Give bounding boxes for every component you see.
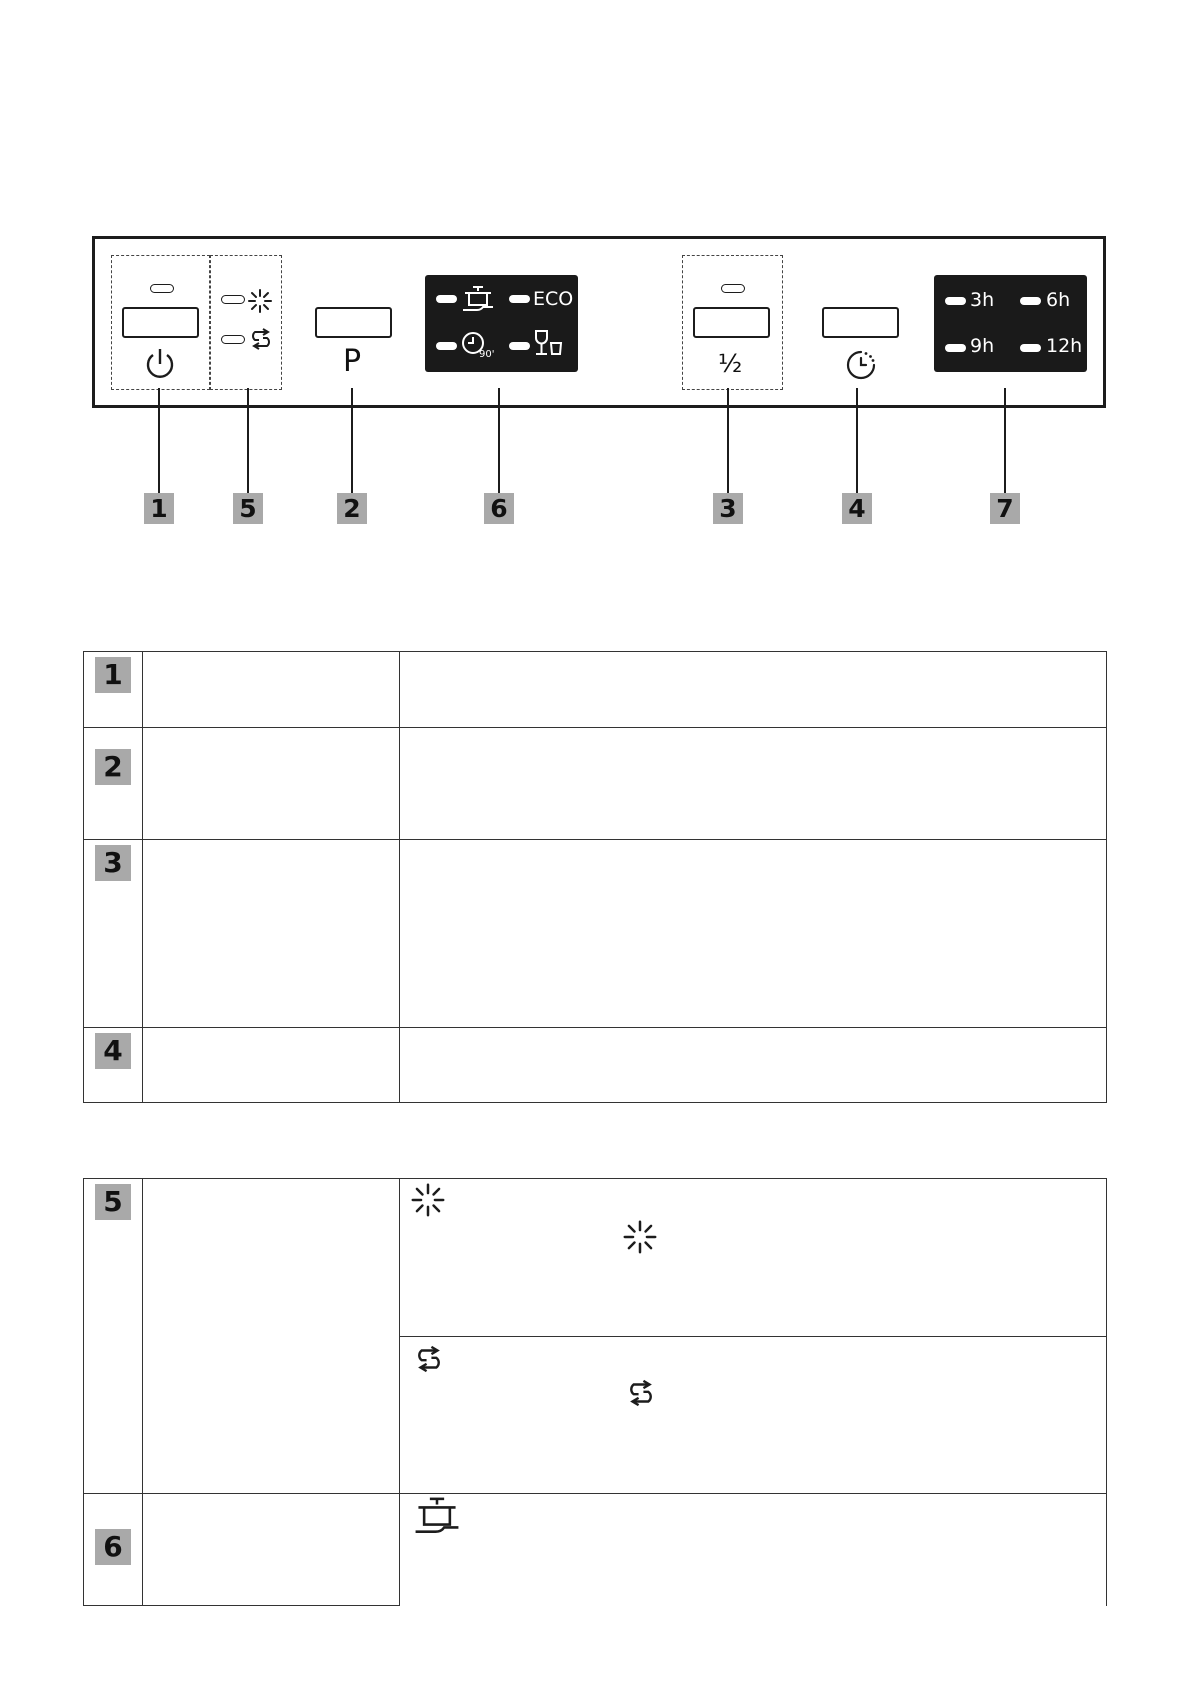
salt-subcell xyxy=(400,1337,1106,1493)
table-row: 6 xyxy=(83,1493,1107,1606)
leader-line-7 xyxy=(1004,388,1006,493)
half-load-button[interactable] xyxy=(693,307,770,338)
intensive-pot-icon xyxy=(463,286,493,311)
power-group-outline xyxy=(111,255,210,390)
program-display: ECO 90' xyxy=(425,275,578,372)
rinse-aid-subcell xyxy=(400,1179,1106,1337)
callout-6: 6 xyxy=(484,493,514,524)
program-led-eco xyxy=(509,295,530,303)
callout-3: 3 xyxy=(713,493,743,524)
row-description-cell xyxy=(399,651,1107,728)
table-row: 5 xyxy=(83,1178,1107,1494)
callout-4: 4 xyxy=(842,493,872,524)
row-name-cell xyxy=(142,727,400,840)
row-description-cell xyxy=(399,727,1107,840)
power-led xyxy=(150,284,174,293)
svg-text:90': 90' xyxy=(479,349,494,360)
warning-group-outline xyxy=(210,255,282,390)
delay-start-button[interactable] xyxy=(822,307,899,338)
leader-line-4 xyxy=(856,388,858,493)
leader-line-6 xyxy=(498,388,500,493)
power-button[interactable] xyxy=(122,307,199,338)
salt-led xyxy=(221,335,245,344)
delay-12h-label: 12h xyxy=(1046,335,1083,357)
delay-led-6h xyxy=(1020,297,1041,305)
control-panel: P ECO 90' xyxy=(92,236,1106,408)
half-load-label: ½ xyxy=(718,349,743,378)
table-row: 4 xyxy=(83,1027,1107,1103)
rinse-aid-icon xyxy=(411,1183,445,1217)
leader-line-1 xyxy=(158,388,160,493)
row-name-cell xyxy=(142,1178,400,1494)
delay-3h-label: 3h xyxy=(970,289,995,311)
row-number-badge: 1 xyxy=(95,657,131,693)
row-description-cell xyxy=(399,1493,1107,1606)
buttons-table: 1 2 3 4 xyxy=(83,651,1107,1103)
row-name-cell xyxy=(142,839,400,1028)
row-description-cell xyxy=(399,1178,1107,1494)
program-label: P xyxy=(343,344,362,379)
rinse-aid-icon xyxy=(623,1220,657,1254)
row-number-badge: 4 xyxy=(95,1033,131,1069)
leader-line-3 xyxy=(727,388,729,493)
power-icon xyxy=(146,349,174,378)
program-button[interactable] xyxy=(315,307,392,338)
row-number-badge: 3 xyxy=(95,845,131,881)
row-number-badge: 6 xyxy=(95,1529,131,1565)
table-row: 2 xyxy=(83,727,1107,840)
salt-icon xyxy=(630,1379,652,1407)
glass-icon xyxy=(535,330,563,355)
row-number-badge: 2 xyxy=(95,749,131,785)
callout-2: 2 xyxy=(337,493,367,524)
half-load-group-outline xyxy=(682,255,783,390)
delay-led-9h xyxy=(945,344,966,352)
rinse-aid-led xyxy=(221,295,245,304)
delay-led-12h xyxy=(1020,344,1041,352)
row-description-cell xyxy=(399,1027,1107,1103)
indicators-table: 5 xyxy=(83,1178,1107,1606)
delay-timer-icon xyxy=(846,350,876,380)
salt-icon xyxy=(418,1345,440,1373)
delay-6h-label: 6h xyxy=(1046,289,1071,311)
half-load-led xyxy=(721,284,745,293)
program-led-90min xyxy=(436,342,457,350)
table-row: 3 xyxy=(83,839,1107,1028)
leader-line-5 xyxy=(247,388,249,493)
program-led-intensive xyxy=(436,295,457,303)
row-name-cell xyxy=(142,651,400,728)
callout-1: 1 xyxy=(144,493,174,524)
delay-9h-label: 9h xyxy=(970,335,995,357)
row-description-cell xyxy=(399,839,1107,1028)
callout-5: 5 xyxy=(233,493,263,524)
leader-line-2 xyxy=(351,388,353,493)
delay-display: 3h 6h 9h 12h xyxy=(934,275,1087,372)
delay-led-3h xyxy=(945,297,966,305)
row-name-cell xyxy=(142,1493,400,1606)
salt-icon xyxy=(252,328,270,350)
eco-label: ECO xyxy=(533,288,574,310)
table-row: 1 xyxy=(83,651,1107,728)
rinse-aid-icon xyxy=(248,289,272,313)
row-name-cell xyxy=(142,1027,400,1103)
row-number-badge: 5 xyxy=(95,1184,131,1220)
clock-90-icon: 90' xyxy=(462,332,494,360)
callout-7: 7 xyxy=(990,493,1020,524)
intensive-pot-icon xyxy=(415,1497,459,1533)
program-led-glass xyxy=(509,342,530,350)
